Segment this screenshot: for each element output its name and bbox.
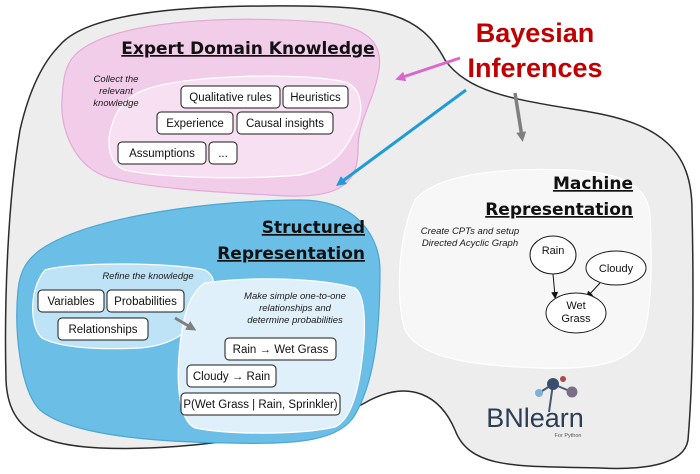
svg-text:Cloudy: Cloudy [599,263,634,275]
svg-text:Relationships: Relationships [68,324,137,336]
svg-text:Wet: Wet [566,300,585,312]
dag-node-wet-grass: Wet Grass [545,292,607,334]
dag-node-rain: Rain [529,235,577,275]
chip-more: ... [208,141,238,165]
edge-cloudy-to-wet-grass [585,282,601,299]
simple-note-2: relationships and [259,303,332,314]
machine-note-2: Directed Acyclic Graph [422,238,518,249]
logo-text: BNlearn [486,403,584,433]
svg-text:Variables: Variables [47,296,94,308]
dag-node-cloudy: Cloudy [585,250,647,286]
arrow-to-expert [395,56,461,82]
structured-heading-line1: Structured [262,218,365,238]
svg-text:Heuristics: Heuristics [290,92,341,104]
relation-conditional: P(Wet Grass | Rain, Sprinkler) [180,392,341,416]
simple-note-3: determine probabilities [247,315,343,326]
svg-text:Probabilities: Probabilities [114,296,177,308]
expert-note-3: knowledge [93,98,138,109]
chip-assumptions: Assumptions [117,141,207,165]
chip-causal-insights: Causal insights [236,111,334,135]
chip-relationships: Relationships [57,317,149,341]
title-line2: Inferences [467,53,602,83]
svg-text:Causal insights: Causal insights [246,118,324,130]
logo-subtext: For Python [555,433,582,439]
relation-cloudy-rain: Cloudy → Rain [186,364,277,388]
svg-text:Cloudy → Rain: Cloudy → Rain [193,371,270,383]
svg-text:...: ... [218,148,228,160]
svg-text:Rain: Rain [542,245,565,257]
structured-heading-line2: Representation [217,244,365,264]
chip-heuristics: Heuristics [282,85,349,109]
chip-variables: Variables [37,289,105,313]
machine-heading-line1: Machine [553,174,633,194]
machine-heading-line2: Representation [485,200,633,220]
edge-rain-to-wet-grass [551,273,559,299]
svg-text:P(Wet Grass | Rain, Sprinkler): P(Wet Grass | Rain, Sprinkler) [183,399,337,411]
arrow-refine-to-relations [174,316,197,331]
simple-note-1: Make simple one-to-one [244,291,346,302]
svg-text:Rain → Wet Grass: Rain → Wet Grass [233,344,329,356]
refine-note: Refine the knowledge [102,271,193,282]
title-line1: Bayesian [476,18,595,48]
expert-heading: Expert Domain Knowledge [121,39,374,59]
relation-rain-wet-grass: Rain → Wet Grass [224,337,337,361]
svg-text:Grass: Grass [561,313,591,325]
svg-text:Experience: Experience [166,118,224,130]
chip-experience: Experience [156,111,234,135]
arrow-to-structured [335,88,467,186]
expert-note-2: relevant [99,86,133,97]
chip-qualitative-rules: Qualitative rules [180,85,281,109]
chip-probabilities: Probabilities [106,289,185,313]
arrow-to-machine [513,92,527,142]
svg-text:Assumptions: Assumptions [129,148,195,160]
machine-note-1: Create CPTs and setup [421,226,519,237]
bnlearn-logo: BNlearn For Python [486,376,584,439]
svg-text:Qualitative rules: Qualitative rules [189,92,272,104]
expert-note-1: Collect the [94,74,139,85]
